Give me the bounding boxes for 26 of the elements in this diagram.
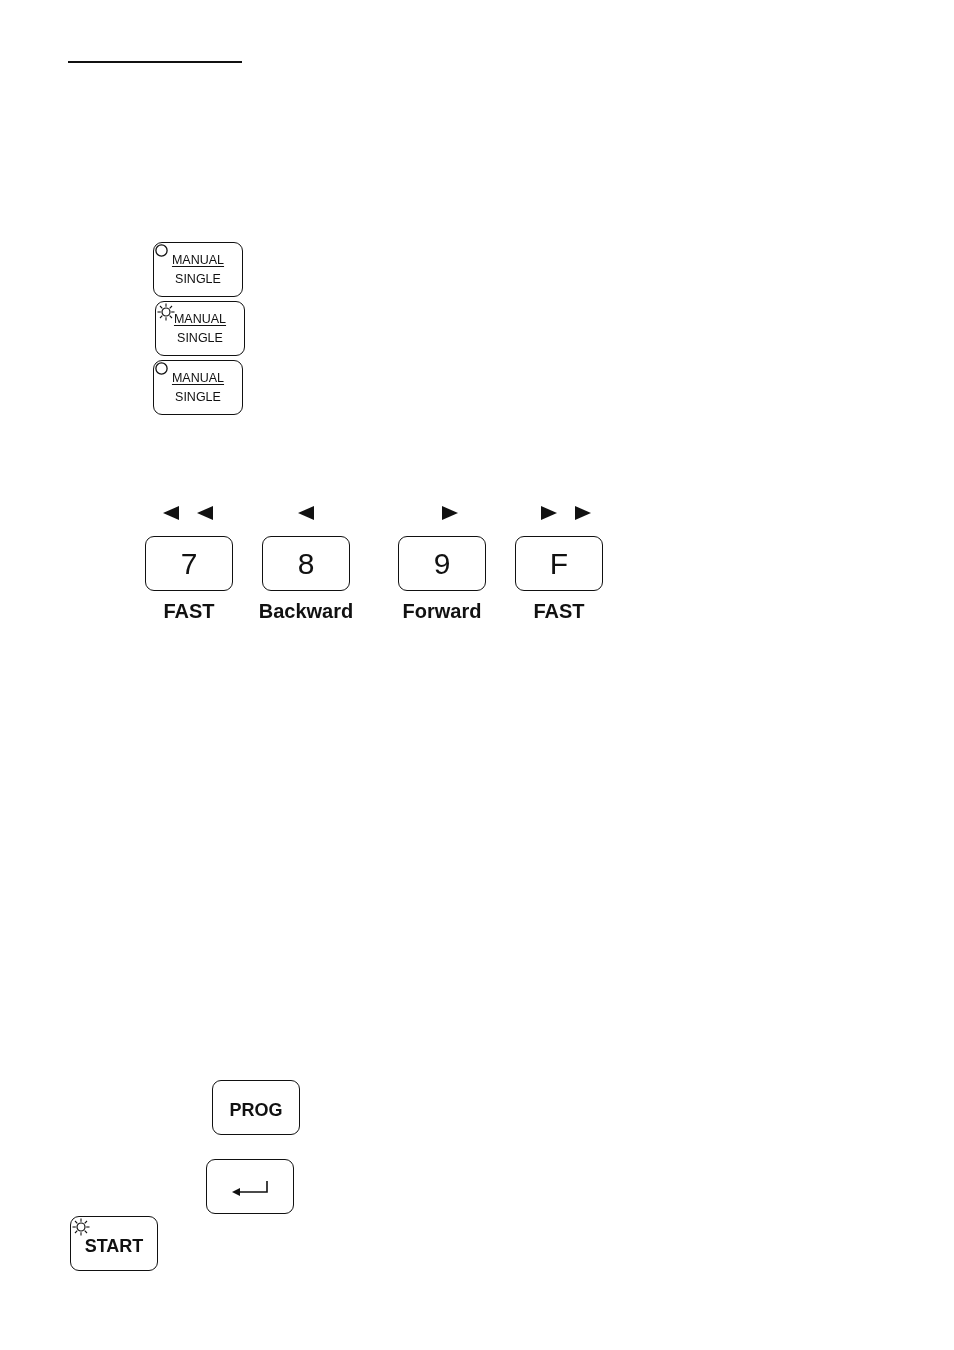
number-key: [515, 536, 603, 591]
mode-key: [155, 301, 245, 356]
key-label: PROG: [229, 1098, 283, 1121]
function-key: [70, 1216, 158, 1271]
key-caption: FAST: [163, 599, 215, 623]
number-key: [398, 536, 486, 591]
key-caption: Forward: [402, 599, 482, 623]
mode-key: [153, 242, 243, 297]
key-caption: Backward: [258, 599, 354, 623]
key-label: MANUAL: [173, 311, 227, 328]
mode-key: [153, 360, 243, 415]
key-number: 9: [433, 546, 451, 581]
key-label: SINGLE: [177, 330, 223, 347]
key-caption: FAST: [533, 599, 585, 623]
key-number: 7: [180, 546, 198, 581]
key-number: 8: [297, 546, 315, 581]
function-key: [206, 1159, 294, 1214]
key-label: START: [84, 1234, 144, 1257]
key-label: SINGLE: [175, 271, 221, 288]
key-label: SINGLE: [175, 389, 221, 406]
key-label: MANUAL: [171, 252, 225, 269]
key-label: MANUAL: [171, 370, 225, 387]
key-number: F: [549, 546, 569, 581]
function-key: [212, 1080, 300, 1135]
number-key: [145, 536, 233, 591]
number-key: [262, 536, 350, 591]
